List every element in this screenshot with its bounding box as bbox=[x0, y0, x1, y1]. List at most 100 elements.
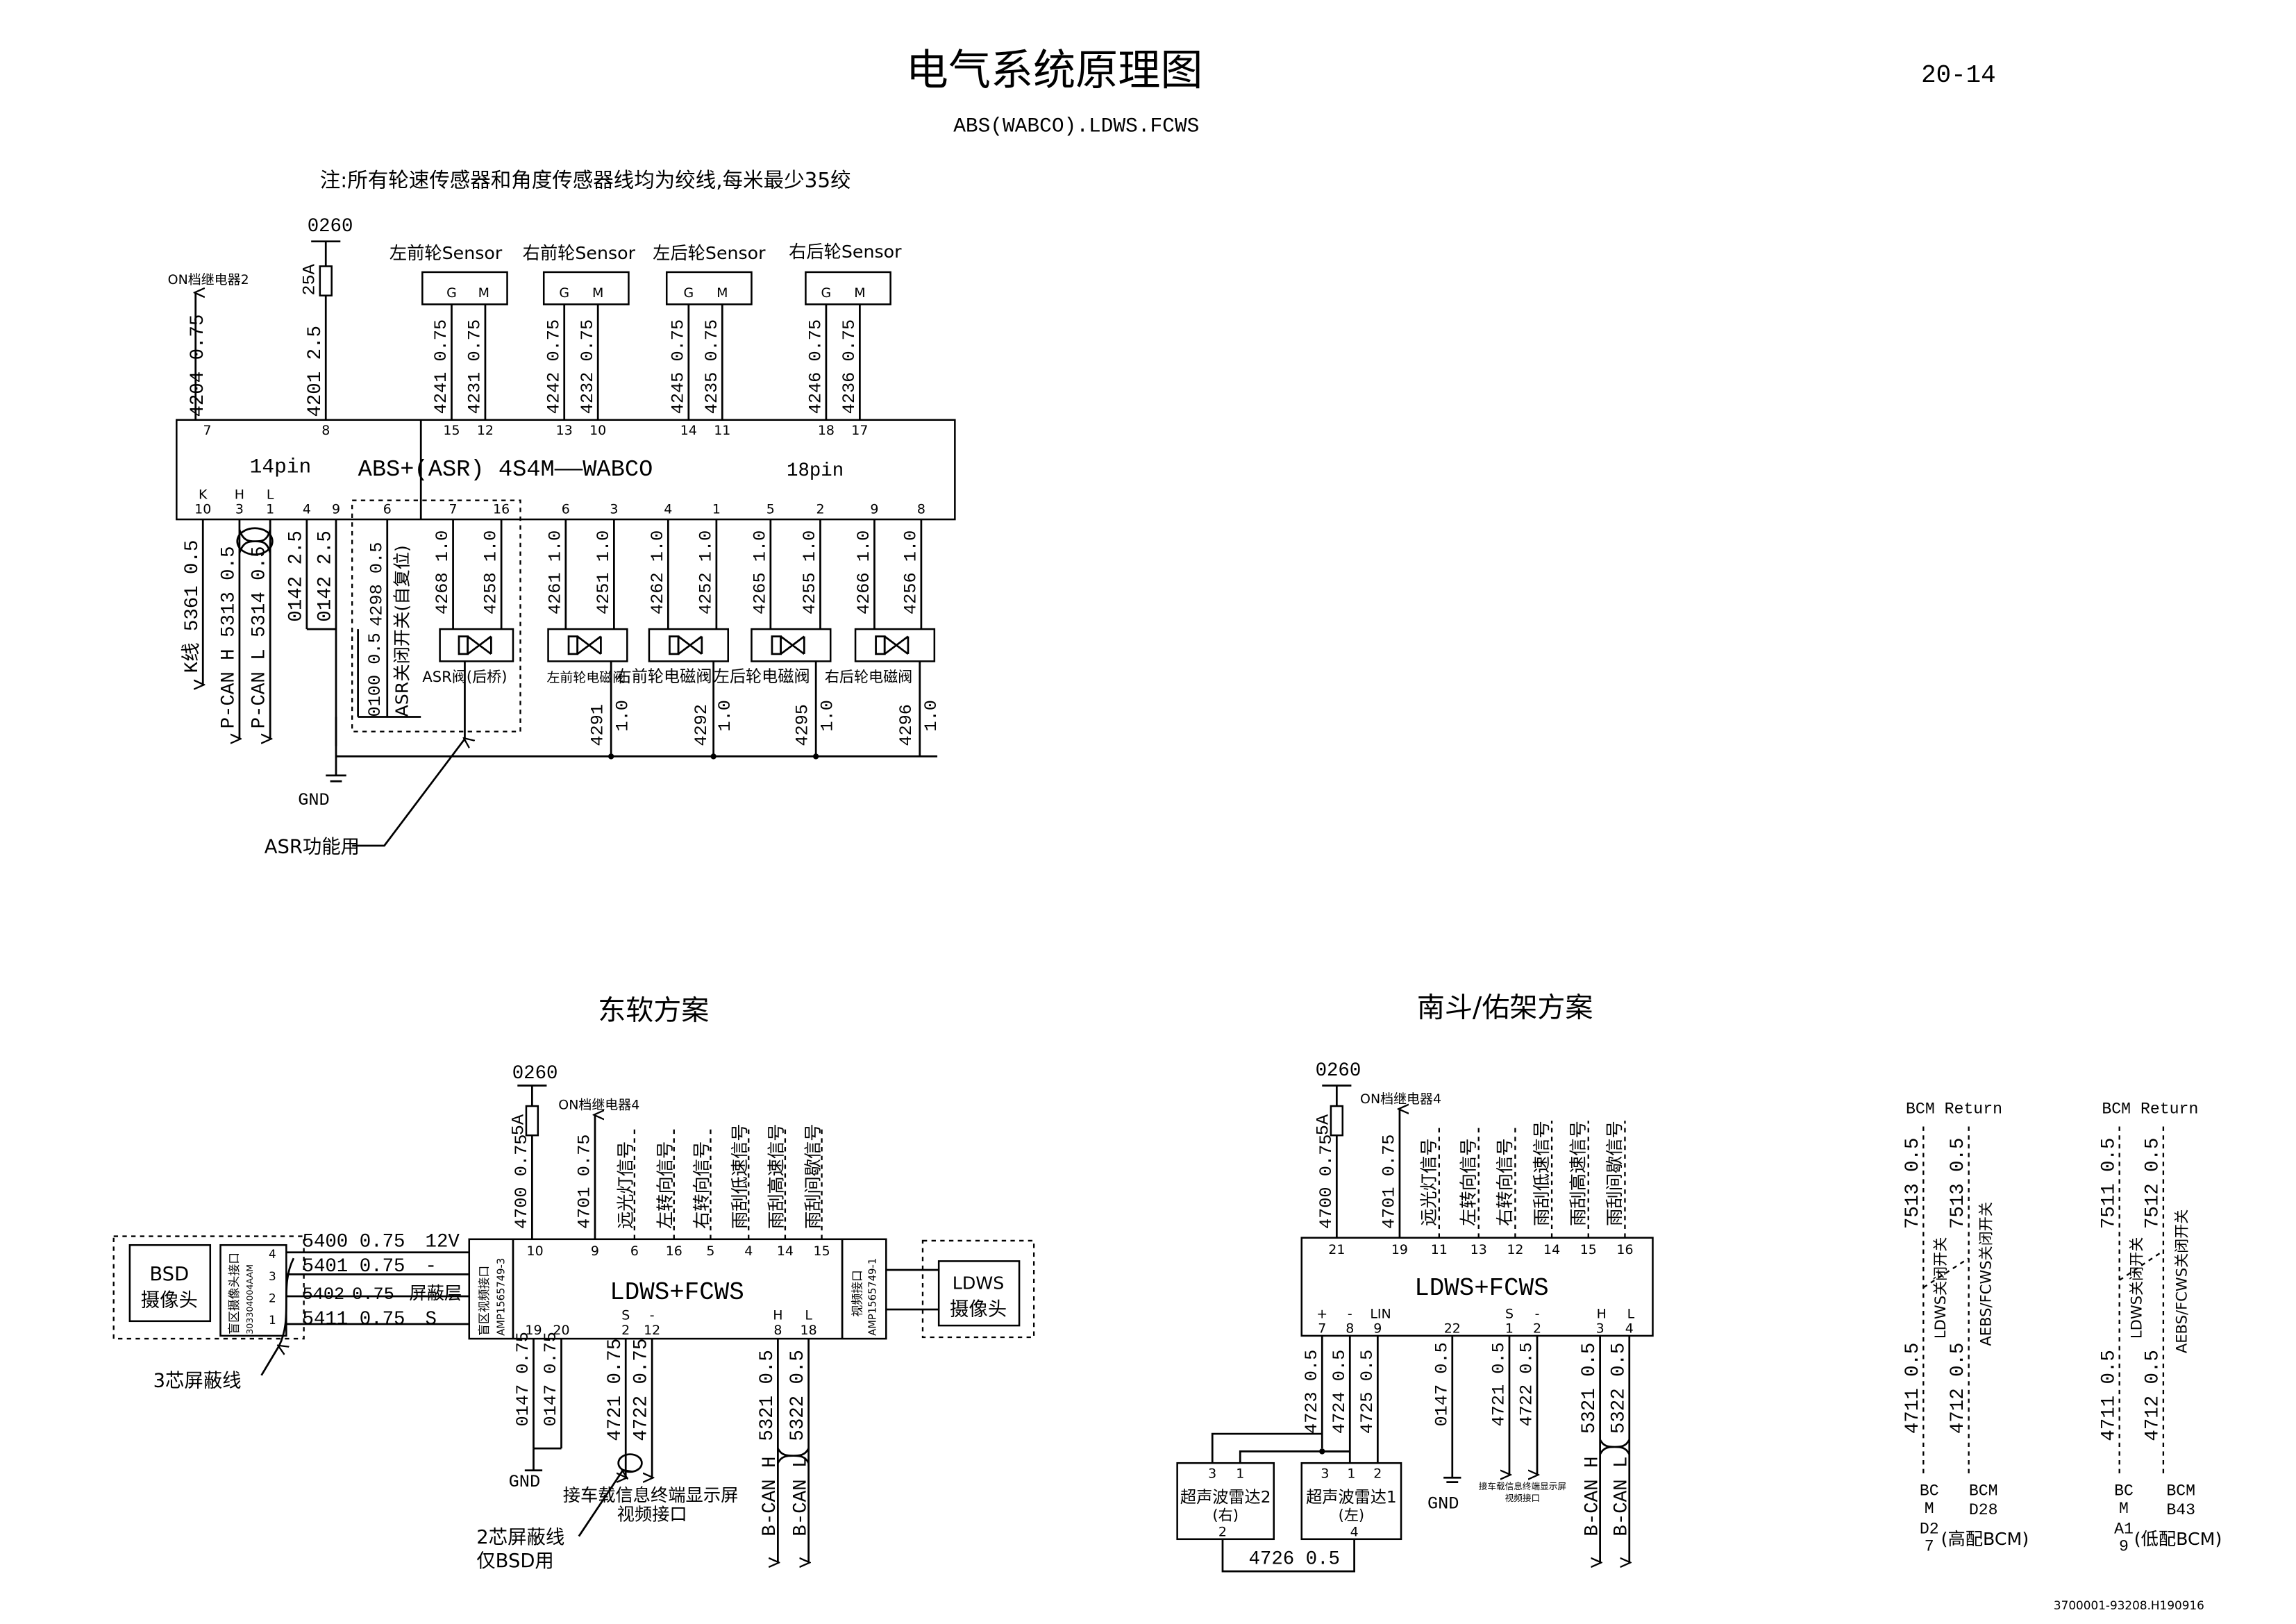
sensor-pin-g: G bbox=[446, 285, 457, 301]
signal-label: 雨刮高速信号 bbox=[1568, 1121, 1588, 1226]
wheel-sensors: 左前轮Sensor G M 4241 0.75 4231 0.75 右前轮Sen… bbox=[389, 242, 902, 420]
valve-label: 左后轮电磁阀 bbox=[714, 667, 810, 686]
wire-label: 4245 0.75 bbox=[668, 319, 688, 414]
wire-label: 0142 2.5 bbox=[285, 530, 307, 621]
fuse-rating: 5A bbox=[1314, 1114, 1334, 1135]
pin-label: 14 bbox=[680, 423, 697, 438]
pin-label: 2 bbox=[621, 1323, 630, 1338]
wire-label: 5322 0.5 bbox=[787, 1350, 809, 1441]
pin-label: 11 bbox=[714, 423, 730, 438]
wire-label: 4241 0.75 bbox=[431, 319, 451, 414]
wire-label: P-CAN L 5314 0.5 bbox=[249, 546, 271, 729]
neusoft-bottom-pins: 19 20 S - 2 12 H L 8 18 bbox=[525, 1308, 816, 1338]
wire-label: K线 5361 0.5 bbox=[181, 540, 203, 673]
wire-label: 0142 2.5 bbox=[315, 530, 337, 621]
pin-mark: + bbox=[1316, 1307, 1327, 1322]
pin-label: 7 bbox=[1318, 1321, 1326, 1337]
wire-label: 4725 0.5 bbox=[1357, 1350, 1377, 1434]
wire-label: 4246 0.75 bbox=[805, 319, 826, 414]
pin-label: 15 bbox=[814, 1244, 830, 1259]
pin-label: 12 bbox=[1507, 1242, 1523, 1257]
fuse-25a bbox=[319, 265, 333, 296]
pin-label: 2 bbox=[1533, 1321, 1541, 1337]
pin-label: 11 bbox=[1431, 1242, 1448, 1257]
abs-power-feed: ON档继电器2 4204 0.75 0260 25A 4201 2.5 bbox=[168, 216, 353, 420]
wire-label: 4721 0.75 bbox=[605, 1339, 626, 1441]
signal-label: 雨刮间歇信号 bbox=[803, 1123, 823, 1229]
wire-gauge: 0.75 bbox=[352, 1284, 394, 1305]
wire-label: 4296 bbox=[896, 704, 916, 746]
wire-signal: 12V bbox=[426, 1231, 460, 1253]
sensor-pin-m: M bbox=[592, 285, 603, 301]
sheet-title: 电气系统原理图 bbox=[906, 46, 1203, 95]
bcm-pin: D2 bbox=[1920, 1520, 1939, 1538]
bcm-return-header: BCM Return bbox=[2102, 1100, 2198, 1119]
pin-label: 9 bbox=[591, 1244, 599, 1259]
pin-label: 2 bbox=[1373, 1466, 1382, 1481]
pin-label: 1 bbox=[269, 1313, 276, 1327]
pin-label: 10 bbox=[194, 502, 211, 517]
wire-label: 4258 1.0 bbox=[481, 530, 501, 614]
wire-label: 4251 1.0 bbox=[594, 530, 614, 614]
sensor-label: 右前轮Sensor bbox=[523, 243, 636, 263]
sensor-label: 右后轮Sensor bbox=[789, 242, 902, 262]
wire-label: 4255 1.0 bbox=[800, 530, 820, 614]
pin-label: 1 bbox=[712, 502, 721, 517]
bsd-connector-pn: 303304004AAM bbox=[244, 1264, 255, 1334]
bcm-label: M bbox=[2119, 1500, 2129, 1518]
sheet-subtitle: ABS(WABCO).LDWS.FCWS bbox=[953, 115, 1199, 138]
ldws-switch-label: LDWS关闭开关 bbox=[1932, 1237, 1949, 1339]
pin-label: 4 bbox=[1350, 1525, 1359, 1540]
wire-label: 4232 0.75 bbox=[578, 319, 598, 414]
bsd-camera-label: BSD bbox=[149, 1264, 189, 1285]
pin-label: 4 bbox=[744, 1244, 753, 1259]
pin-label: 16 bbox=[493, 502, 510, 517]
wire-label: 4235 0.75 bbox=[702, 319, 722, 414]
signal-label: 远光灯信号 bbox=[616, 1141, 636, 1229]
wire-label: 4712 0.5 bbox=[1947, 1343, 1969, 1434]
on-relay-2-label: ON档继电器2 bbox=[168, 272, 249, 287]
wire-label: P-CAN H 5313 0.5 bbox=[218, 546, 240, 729]
asr-switch-label: ASR关闭开关(自复位) bbox=[392, 545, 412, 717]
wire-label: 4231 0.75 bbox=[465, 319, 485, 414]
pin-label: 13 bbox=[1470, 1242, 1487, 1257]
pin-label: 6 bbox=[383, 502, 392, 517]
radar-1-label: 超声波雷达1 bbox=[1306, 1488, 1397, 1507]
pin-label: 10 bbox=[527, 1244, 544, 1259]
wire-label: 4265 1.0 bbox=[750, 530, 770, 614]
abs-18pin-label: 18pin bbox=[787, 460, 844, 482]
bcan-h-label: B-CAN H bbox=[1582, 1457, 1603, 1537]
wire-label: 4201 2.5 bbox=[305, 326, 326, 417]
wire-label: 4268 1.0 bbox=[433, 530, 453, 614]
bsd-camera-label: 摄像头 bbox=[141, 1290, 198, 1312]
wire-label: 7512 0.5 bbox=[2142, 1138, 2163, 1229]
wire-label: 4701 0.75 bbox=[575, 1135, 595, 1229]
pin-label: 16 bbox=[666, 1244, 682, 1259]
pin-label: 8 bbox=[1346, 1321, 1354, 1337]
pin-label: 14 bbox=[777, 1244, 794, 1259]
pin-label: 4 bbox=[269, 1247, 276, 1261]
fuse-source-label: 0260 bbox=[512, 1063, 558, 1085]
pin-label: 8 bbox=[773, 1323, 782, 1338]
nandou-unit: LDWS+FCWS bbox=[1300, 1237, 1654, 1337]
wire-label: 4712 0.5 bbox=[2142, 1350, 2163, 1441]
pin-label: 4 bbox=[303, 502, 311, 517]
bcan-h-label: B-CAN H bbox=[760, 1457, 781, 1537]
pin-label: 8 bbox=[917, 502, 925, 517]
wire-gauge: 1.0 bbox=[612, 700, 632, 732]
wire-label: 4242 0.75 bbox=[544, 319, 564, 414]
wire-label: 4292 bbox=[692, 704, 712, 746]
signal-label: 雨刮低速信号 bbox=[1532, 1121, 1552, 1226]
pin-label: 5 bbox=[706, 1244, 714, 1259]
pin-label: 12 bbox=[477, 423, 494, 438]
bcm-label: BCM bbox=[1969, 1482, 1998, 1500]
signal-label: 雨刮间歇信号 bbox=[1604, 1121, 1625, 1226]
pin-label: 21 bbox=[1328, 1242, 1345, 1257]
wire-label: 4295 bbox=[793, 704, 813, 746]
pin-label: 19 bbox=[1391, 1242, 1408, 1257]
pin-label: 3 bbox=[1321, 1466, 1329, 1481]
wire-number: 5400 bbox=[303, 1231, 349, 1253]
ldws-camera-label: 摄像头 bbox=[950, 1298, 1007, 1320]
display-label: 视频接口 bbox=[617, 1504, 687, 1524]
pin-label: 2 bbox=[269, 1291, 276, 1305]
